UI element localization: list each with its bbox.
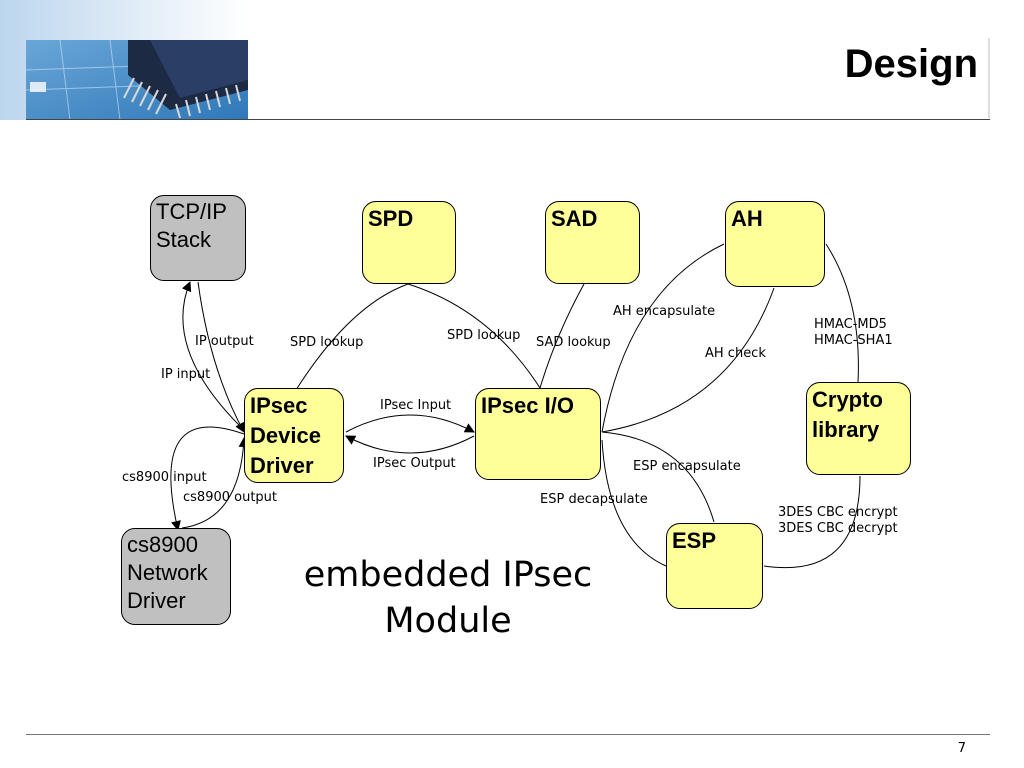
node-label: IPsec Device Driver xyxy=(250,393,321,478)
edge-ah-check xyxy=(601,287,775,433)
node-crypto-library: Crypto library xyxy=(806,382,911,475)
node-ah: AH xyxy=(725,201,825,287)
edge-ah-encapsulate xyxy=(601,243,725,433)
edge-label-cs8900-output: cs8900 output xyxy=(183,490,278,505)
edge-hmac xyxy=(825,243,859,383)
node-spd: SPD xyxy=(362,201,456,284)
node-label: ESP xyxy=(672,528,717,553)
edge-ip-input xyxy=(181,281,245,431)
edge-label-cs8900-input: cs8900 input xyxy=(122,470,207,485)
edge-spd-lookup-left xyxy=(295,283,409,391)
edge-cs8900-output xyxy=(181,437,249,529)
node-ipsec-io: IPsec I/O xyxy=(475,388,601,480)
node-label: cs8900 Network Driver xyxy=(127,532,208,613)
edge-esp-encapsulate xyxy=(601,431,715,523)
edge-label-spd-lookup-right: SPD lookup xyxy=(447,328,521,343)
page-title: Design xyxy=(844,42,978,86)
header-rule xyxy=(26,119,990,120)
edge-3des xyxy=(763,475,861,569)
edge-label-esp-decapsulate: ESP decapsulate xyxy=(540,492,648,507)
page-number: 7 xyxy=(957,741,966,756)
node-tcpip-stack: TCP/IP Stack xyxy=(150,195,246,281)
diagram-caption: embedded IPsec Module xyxy=(303,555,593,641)
header-chip-image xyxy=(0,0,250,120)
edge-label-ipsec-input: IPsec Input xyxy=(380,398,452,413)
edge-label-hmac: HMAC-MD5 HMAC-SHA1 xyxy=(814,317,893,348)
edge-spd-lookup-right xyxy=(407,283,541,389)
edge-label-spd-lookup-left: SPD lookup xyxy=(290,335,364,350)
edge-label-ah-check: AH check xyxy=(705,346,766,361)
node-ipsec-device-driver: IPsec Device Driver xyxy=(244,388,344,483)
node-label: Crypto library xyxy=(812,387,883,442)
node-label: IPsec I/O xyxy=(481,393,574,418)
node-label: SAD xyxy=(551,206,598,231)
footer-rule xyxy=(26,734,990,735)
node-label: SPD xyxy=(368,206,414,231)
edge-label-ipsec-output: IPsec Output xyxy=(373,456,456,471)
node-label: AH xyxy=(731,206,763,231)
edge-sad-lookup xyxy=(539,283,585,389)
node-label: TCP/IP Stack xyxy=(156,199,227,252)
edge-label-3des: 3DES CBC encrypt 3DES CBC decrypt xyxy=(778,505,898,536)
node-esp: ESP xyxy=(666,523,763,609)
edge-cs8900-input xyxy=(170,426,245,531)
edge-label-sad-lookup: SAD lookup xyxy=(536,335,611,350)
edge-esp-decapsulate xyxy=(601,439,667,567)
edge-label-ah-encapsulate: AH encapsulate xyxy=(613,304,716,319)
edge-ipsec-input xyxy=(345,414,475,433)
edge-label-ip-input: IP input xyxy=(161,367,211,382)
title-divider-tick xyxy=(988,38,990,118)
edge-label-esp-encapsulate: ESP encapsulate xyxy=(633,459,741,474)
node-sad: SAD xyxy=(545,201,640,284)
edge-ipsec-output xyxy=(345,435,475,454)
edge-label-ip-output: IP output xyxy=(195,334,254,349)
node-cs8900-network-driver: cs8900 Network Driver xyxy=(121,528,231,625)
edge-ip-output xyxy=(197,281,245,433)
